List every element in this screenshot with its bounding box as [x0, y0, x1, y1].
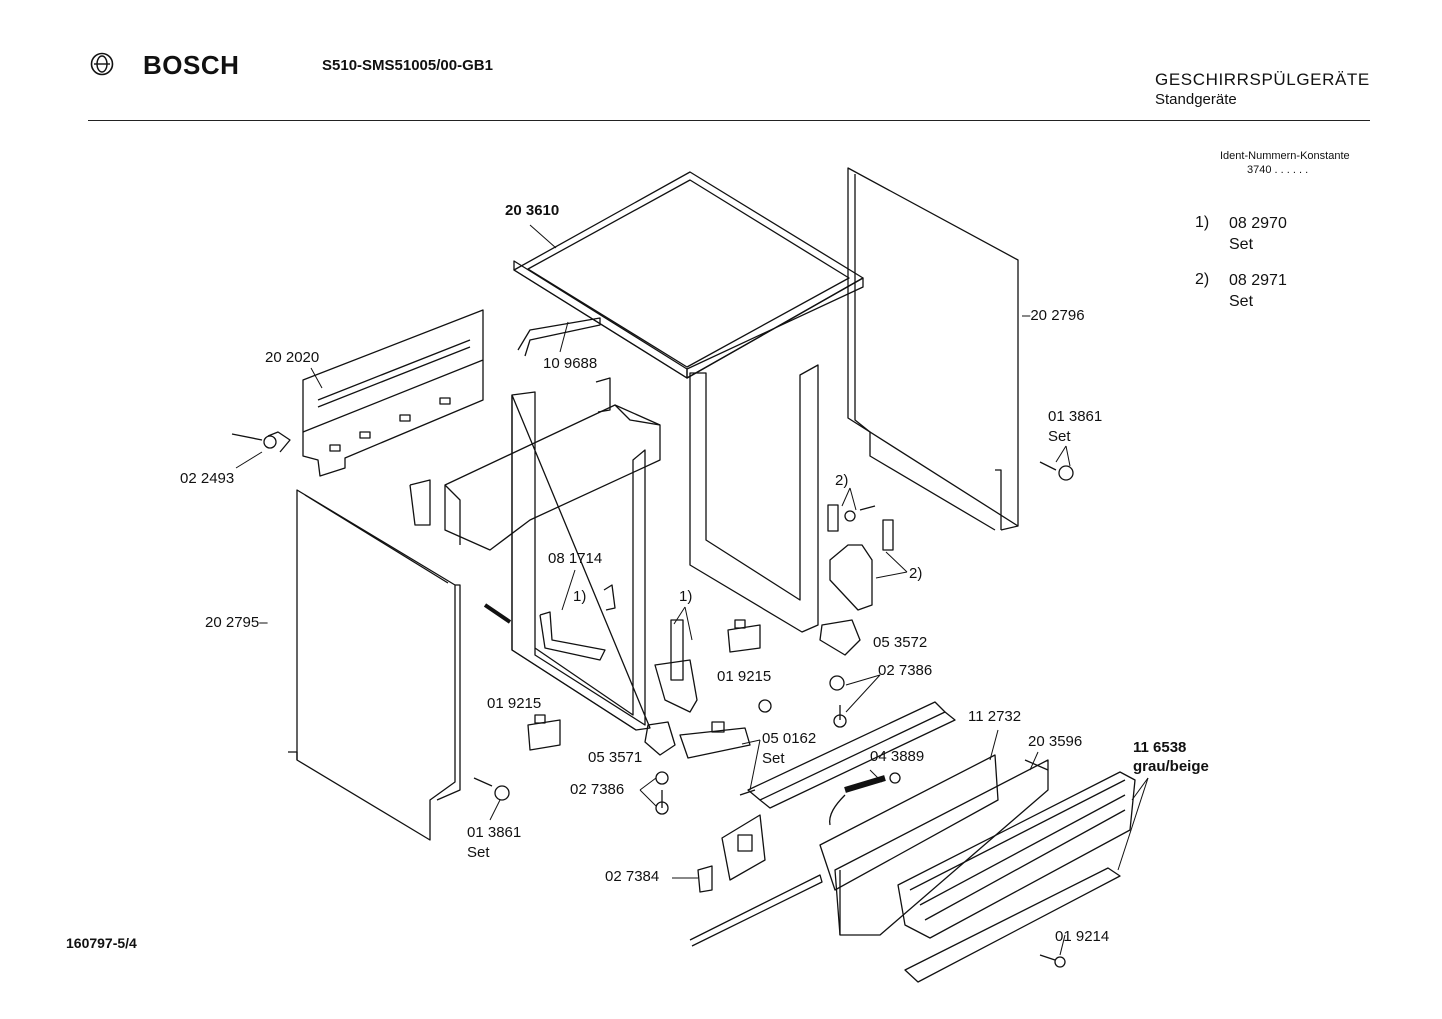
label-02-7386-lower: 02 7386	[570, 781, 625, 798]
model-number: S510-SMS51005/00-GB1	[322, 57, 493, 74]
label-20-3596: 20 3596	[1028, 733, 1083, 750]
bracket-10-9688	[518, 318, 600, 356]
label-08-1714: 08 1714	[548, 550, 603, 567]
note-marker-1: 1)	[1195, 214, 1210, 231]
note-part-2: 08 2971	[1229, 272, 1287, 289]
right-side-panel	[848, 168, 1018, 530]
label-01-9214: 01 9214	[1055, 928, 1110, 945]
label-01-9215-lower: 01 9215	[487, 695, 542, 712]
brand-name: BOSCH	[143, 50, 240, 80]
label-01-3861-right: 01 3861	[1048, 408, 1103, 425]
clip-top	[596, 378, 610, 412]
header-divider	[88, 120, 1370, 121]
bosch-logo-icon	[90, 52, 114, 76]
rod	[485, 605, 510, 622]
rail-11-2732	[748, 702, 955, 808]
label-note-2-lower: 2)	[909, 565, 923, 582]
label-05-3571: 05 3571	[588, 749, 643, 766]
nut-027386-lower	[656, 772, 668, 814]
hinge-base-1	[655, 660, 697, 712]
label-01-3861-left-set: Set	[467, 844, 490, 861]
front-frame	[512, 392, 650, 730]
insulation-block	[445, 405, 660, 550]
label-note-1-hinge: 1)	[679, 588, 693, 605]
ident-value: 3740 . . . . . .	[1247, 164, 1309, 176]
label-01-3861-right-set: Set	[1048, 428, 1071, 445]
label-01-3861-left: 01 3861	[467, 824, 522, 841]
label-02-2493: 02 2493	[180, 470, 235, 487]
label-02-7386-upper: 02 7386	[878, 662, 933, 679]
label-note-2-upper: 2)	[835, 472, 849, 489]
label-05-0162-set: Set	[762, 750, 785, 767]
label-02-7384: 02 7384	[605, 868, 660, 885]
note-part-1: 08 2970	[1229, 215, 1287, 232]
label-20-3610: 20 3610	[505, 202, 560, 219]
connector-019215-upper	[728, 620, 760, 652]
label-01-9215-upper: 01 9215	[717, 668, 772, 685]
label-20-2795: 20 2795–	[205, 614, 268, 631]
switch-05-0162	[680, 700, 771, 795]
subcategory-title: Standgeräte	[1155, 91, 1237, 108]
connector-019215-lower	[528, 715, 560, 750]
label-11-6538-color: grau/beige	[1133, 758, 1209, 775]
clip-left	[410, 480, 430, 525]
bracket-05-3571	[645, 722, 675, 755]
rear-rail	[303, 310, 483, 476]
document-number: 160797-5/4	[66, 935, 137, 951]
screw-02-2493	[232, 432, 290, 452]
bracket-02-7384	[698, 815, 765, 892]
note-suffix-1: Set	[1229, 236, 1254, 253]
label-11-2732: 11 2732	[968, 708, 1022, 725]
label-05-3572: 05 3572	[873, 634, 928, 651]
worktop-plate	[514, 172, 863, 378]
bracket-08-1714	[540, 612, 605, 660]
hinge-part-1	[671, 620, 683, 680]
nut-027386-upper	[830, 676, 846, 727]
rear-frame	[690, 365, 818, 632]
label-20-2020: 20 2020	[265, 349, 320, 366]
leader-lines	[236, 225, 1148, 955]
front-panel-11-6538	[898, 772, 1135, 938]
note-marker-2: 2)	[1195, 271, 1210, 288]
sensor-04-3889	[830, 773, 900, 825]
category-title: GESCHIRRSPÜLGERÄTE	[1155, 70, 1370, 89]
screw-013861-left	[474, 778, 509, 800]
hinge-assembly-right	[820, 505, 893, 655]
ident-label: Ident-Nummern-Konstante	[1220, 150, 1350, 162]
label-04-3889: 04 3889	[870, 748, 925, 765]
label-10-9688: 10 9688	[543, 355, 598, 372]
clip-1a	[604, 585, 615, 610]
bottom-rail	[690, 875, 822, 946]
label-note-1-clip: 1)	[573, 588, 587, 605]
plinth-20-3596	[820, 755, 1048, 935]
trim-strip	[905, 868, 1120, 982]
screw-019214	[1040, 955, 1065, 967]
label-11-6538: 11 6538	[1133, 739, 1187, 756]
label-05-0162: 05 0162	[762, 730, 817, 747]
screw-013861-right	[1040, 462, 1073, 480]
label-20-2796: –20 2796	[1022, 307, 1085, 324]
note-suffix-2: Set	[1229, 293, 1254, 310]
left-side-panel	[288, 490, 460, 840]
